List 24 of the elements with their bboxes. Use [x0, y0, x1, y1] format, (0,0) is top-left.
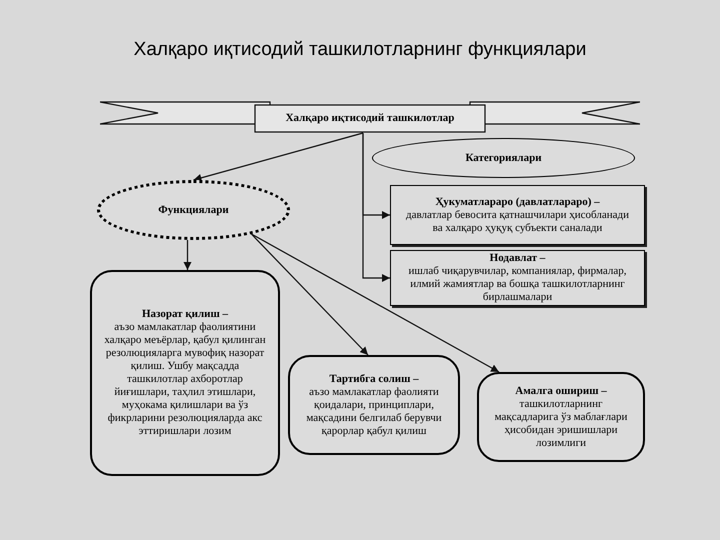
box-heading: Назорат қилиш –: [142, 308, 228, 321]
banner-label: Халқаро иқтисодий ташкилотлар: [286, 111, 454, 126]
box-heading: Амалга ошириш –: [515, 384, 607, 398]
node-label: Категориялари: [465, 152, 542, 164]
arrow: [251, 233, 500, 373]
box-heading: Нодавлат –: [490, 252, 546, 265]
box-description: аъзо мамлакатлар фаолиятини халқаро меъёрлар, қабул қилинган резолюцияларга мувофиқ назорат қилиш. Ушбу мақсадда ташкилотлар ахборотлар йиғишлари, таҳлил этишлари, муҳокама қилишлари ва ўз фикрларини резолюцияларда акс эттиришлари лозим: [104, 321, 266, 438]
box-description: ишлаб чиқарувчилар, компаниялар, фирмалар, илмий жамиятлар ва бошқа ташкилотларнинг бирлашмалари: [408, 265, 628, 304]
box-heading: Тартибга солиш –: [329, 372, 419, 386]
arrow: [184, 240, 192, 270]
title: Халқаро иқтисодий ташкилотларнинг функциялари: [132, 38, 588, 62]
node-label: Функциялари: [158, 204, 229, 216]
text-box: [390, 185, 645, 245]
rounded-box: [477, 372, 645, 462]
box-description: давлатлар бевосита қатнашчилари ҳисобланади ва халқаро ҳуқуқ субъекти саналади: [405, 208, 630, 234]
text-box: [390, 250, 645, 306]
rounded-box: [90, 270, 280, 476]
arrow: [193, 132, 364, 182]
arrow: [362, 133, 390, 282]
box-description: аъзо мамлакатлар фаолияти қоидалари, принциплари, мақсадини белгилаб берувчи қарорлар қабул қилиш: [305, 386, 443, 438]
box-description: ташкилотларнинг мақсадларига ўз маблағлари ҳисобидан эришишлари лозимлиги: [494, 398, 628, 450]
rounded-box: [288, 355, 460, 455]
box-heading: Ҳукуматлараро (давлатлараро) –: [435, 196, 600, 208]
arrow: [250, 234, 368, 356]
